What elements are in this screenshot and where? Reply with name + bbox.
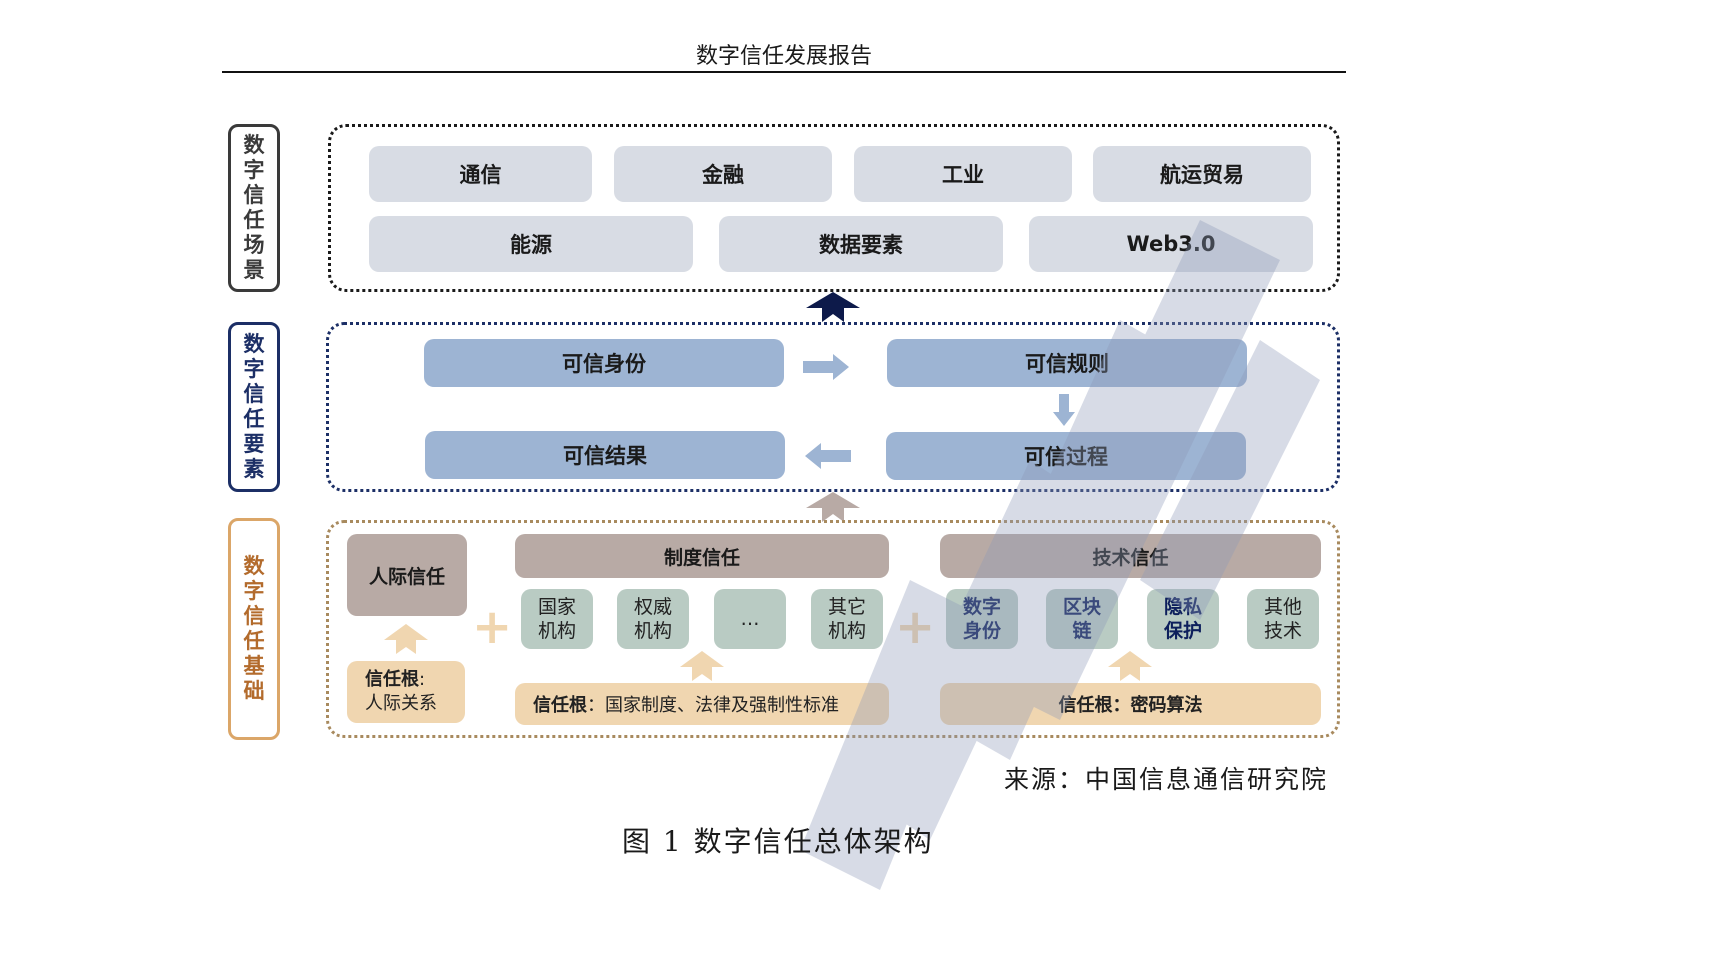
arrow-left-icon — [805, 443, 851, 469]
plus-icon: + — [895, 599, 936, 655]
technology-tile: 隐私保护 — [1147, 589, 1219, 649]
layer-foundation — [326, 520, 1340, 738]
element-trusted-process: 可信过程 — [886, 432, 1246, 480]
side-label-foundation-text: 数字信任基础 — [243, 554, 265, 703]
scene-tile: 工业 — [854, 146, 1072, 202]
arrow-down-icon — [1053, 394, 1075, 426]
arrow-up-taupe-icon — [806, 492, 860, 522]
interpersonal-trust: 人际信任 — [347, 534, 467, 616]
trust-root-value: 密码算法 — [1130, 695, 1203, 716]
technical-trust-root: 信任根： 密码算法 — [940, 683, 1321, 725]
institution-tile: … — [714, 589, 786, 649]
institution-tile: 其它机构 — [811, 589, 883, 649]
trust-root-label: 信任根 — [533, 695, 587, 716]
arrow-up-sand-icon — [1108, 651, 1152, 681]
arrow-up-dark-icon — [806, 292, 860, 322]
side-label-scenes-text: 数字信任场景 — [243, 133, 265, 282]
trust-root-value: 人际关系 — [365, 693, 437, 714]
scene-tile: 航运贸易 — [1093, 146, 1311, 202]
side-label-elements: 数字信任要素 — [228, 322, 280, 492]
header-divider — [222, 71, 1346, 73]
institution-tile: 国家机构 — [521, 589, 593, 649]
layer-elements — [326, 322, 1340, 492]
arrow-right-icon — [803, 354, 849, 380]
side-label-elements-text: 数字信任要素 — [243, 332, 265, 481]
technical-trust-bar: 技术信任 — [940, 534, 1321, 578]
trust-root-label: 信任根 — [1058, 695, 1113, 716]
technology-tile: 区块链 — [1046, 589, 1118, 649]
arrow-up-sand-icon — [680, 651, 724, 681]
scene-tile: 能源 — [369, 216, 693, 272]
institutional-trust-bar: 制度信任 — [515, 534, 889, 578]
figure-source: 来源：中国信息通信研究院 — [1004, 765, 1329, 794]
layer-scenes — [328, 124, 1340, 292]
institution-tile: 权威机构 — [617, 589, 689, 649]
element-trusted-rules: 可信规则 — [887, 339, 1247, 387]
trust-root-value: 国家制度、法律及强制性标准 — [605, 695, 839, 716]
technology-tile: 其他技术 — [1247, 589, 1319, 649]
trust-root-label: 信任根 — [365, 669, 419, 690]
arrow-up-sand-icon — [384, 624, 428, 654]
institutional-trust-root: 信任根： 国家制度、法律及强制性标准 — [515, 683, 889, 725]
scene-tile: 金融 — [614, 146, 832, 202]
element-trusted-identity: 可信身份 — [424, 339, 784, 387]
element-trusted-result: 可信结果 — [425, 431, 785, 479]
technology-tile: 数字身份 — [946, 589, 1018, 649]
side-label-scenes: 数字信任场景 — [228, 124, 280, 292]
figure-caption: 图 1 数字信任总体架构 — [622, 825, 934, 858]
interpersonal-trust-root: 信任根: 人际关系 — [347, 661, 465, 723]
scene-tile: 数据要素 — [719, 216, 1003, 272]
plus-icon: + — [472, 599, 513, 655]
scene-tile: 通信 — [369, 146, 592, 202]
side-label-foundation: 数字信任基础 — [228, 518, 280, 740]
page-header-title: 数字信任发展报告 — [695, 44, 872, 69]
scene-tile: Web3.0 — [1029, 216, 1313, 272]
